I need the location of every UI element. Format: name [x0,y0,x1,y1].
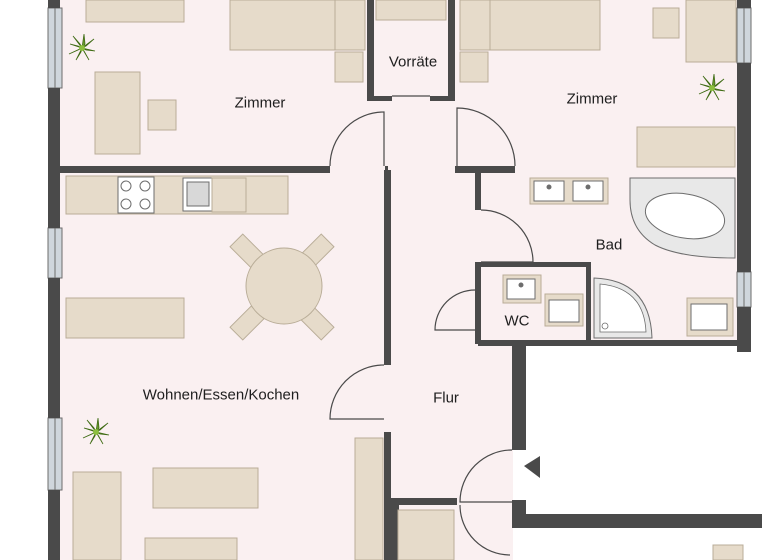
dining-set [229,233,335,341]
room-label-flur: Flur [433,389,459,407]
kitchen-appliances [117,176,247,214]
entrance-arrow-icon [524,456,540,478]
sinks [506,180,728,331]
windows [47,7,752,491]
shower [593,277,653,339]
room-label-zimmer-left: Zimmer [234,94,286,112]
room-label-zimmer-right: Zimmer [566,90,618,108]
room-label-wohnen: Wohnen/Essen/Kochen [142,386,300,404]
walls [48,0,762,560]
furniture [65,0,744,560]
bathtub [629,177,736,259]
doors [329,95,534,556]
room-label-wc: WC [504,312,530,330]
room-label-vorraete: Vorräte [388,53,438,71]
room-label-bad: Bad [595,236,623,254]
